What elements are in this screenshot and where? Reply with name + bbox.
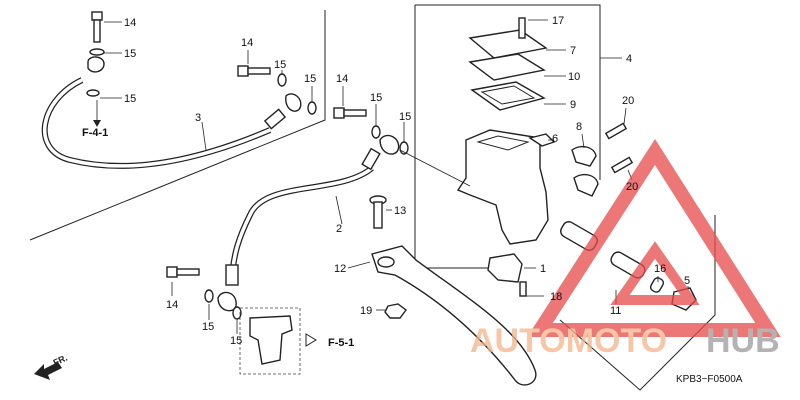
bolt-shank — [93, 19, 101, 43]
label-15: 15 — [304, 73, 316, 85]
label-11: 11 — [610, 305, 621, 317]
screw-plate — [528, 133, 556, 147]
label-19: 19 — [360, 305, 372, 317]
label-2: 2 — [336, 223, 342, 235]
label-15: 15 — [274, 59, 286, 71]
caliper-reference-box — [239, 307, 301, 375]
watermark-text-left: AUTOMOTO — [470, 322, 667, 360]
label-8: 8 — [576, 121, 582, 133]
label-4: 4 — [626, 53, 632, 65]
bolt-head — [333, 107, 345, 119]
caliper-outline — [249, 315, 293, 365]
label-5: 5 — [684, 275, 690, 287]
label-20: 20 — [622, 95, 634, 107]
label-14: 14 — [336, 73, 348, 85]
banjo-bolt-lower — [166, 266, 242, 320]
master-cylinder-group-box — [415, 4, 601, 180]
part-labels: 14 15 15 3 14 15 15 14 15 15 2 13 12 19 … — [124, 15, 690, 347]
ref-f-4-1: F-4-1 — [82, 127, 108, 139]
leader-lines — [100, 19, 689, 334]
banjo-fitting — [379, 134, 400, 155]
bolt-shank — [176, 268, 200, 276]
label-15: 15 — [202, 321, 214, 333]
cap-screw — [518, 17, 526, 39]
bolt-head — [166, 266, 178, 278]
label-14: 14 — [124, 17, 136, 29]
pivot-bolt — [369, 195, 387, 229]
label-14: 14 — [166, 299, 178, 311]
label-12: 12 — [334, 263, 346, 275]
label-1: 1 — [540, 263, 546, 275]
ref-f-5-1: F-5-1 — [328, 337, 354, 349]
sealing-washer — [89, 48, 105, 56]
label-16: 16 — [654, 263, 666, 275]
label-10: 10 — [568, 71, 580, 83]
label-20: 20 — [626, 181, 638, 193]
label-7: 7 — [570, 45, 576, 57]
reference-arrow — [305, 333, 317, 347]
brake-lever — [371, 245, 537, 386]
label-6: 6 — [552, 133, 558, 145]
cap-plate — [468, 53, 546, 81]
reservoir-stack — [468, 17, 548, 111]
washer — [232, 306, 242, 320]
holder-clamp — [571, 145, 599, 197]
lever-body — [371, 245, 537, 386]
pivot-nut — [384, 303, 407, 319]
washer — [371, 125, 381, 139]
cylinder-housing — [456, 129, 549, 245]
hose-end-fitting — [361, 147, 381, 171]
sealing-washer-lower — [86, 89, 100, 97]
brake-light-switch — [487, 253, 523, 283]
label-15: 15 — [124, 48, 136, 60]
holder-bolts — [604, 122, 634, 174]
label-14: 14 — [241, 37, 253, 49]
washer — [307, 101, 317, 115]
master-cylinder-body — [456, 129, 549, 245]
hose-end-fitting — [263, 108, 287, 130]
section-divider — [29, 10, 326, 241]
bolt-head — [91, 11, 103, 21]
front-label: FR. — [52, 353, 69, 368]
banjo-fitting — [87, 56, 105, 73]
watermark-triangle — [527, 139, 781, 337]
label-15: 15 — [124, 93, 136, 105]
bolt-shank — [343, 109, 367, 117]
label-17: 17 — [552, 15, 564, 27]
label-15: 15 — [370, 92, 382, 104]
label-9: 9 — [570, 99, 576, 111]
piston-group-box — [559, 215, 716, 391]
reservoir-cap — [468, 29, 548, 59]
label-3: 3 — [195, 112, 201, 124]
washer — [277, 73, 287, 87]
bolt-head — [237, 65, 249, 77]
label-13: 13 — [394, 205, 406, 217]
bolt-shank — [247, 67, 271, 75]
brake-hose-upper — [41, 11, 287, 169]
washer — [204, 289, 214, 303]
secondary-cup — [649, 277, 665, 293]
banjo-fitting — [217, 291, 237, 312]
label-15: 15 — [230, 335, 242, 347]
watermark: AUTOMOTO HUB — [470, 139, 781, 360]
lever-pivot — [377, 256, 395, 268]
hose-end-fitting-lower — [225, 264, 239, 286]
banjo-bolt-upper — [237, 65, 317, 115]
switch-screw — [519, 281, 527, 297]
front-direction-arrow: FR. — [34, 353, 69, 380]
diagram-code: KPB3−F0500A — [676, 374, 743, 385]
label-15: 15 — [399, 111, 411, 123]
banjo-fitting — [285, 93, 302, 112]
label-18: 18 — [550, 291, 562, 303]
diaphragm — [470, 81, 546, 111]
watermark-text-right: HUB — [706, 322, 780, 360]
